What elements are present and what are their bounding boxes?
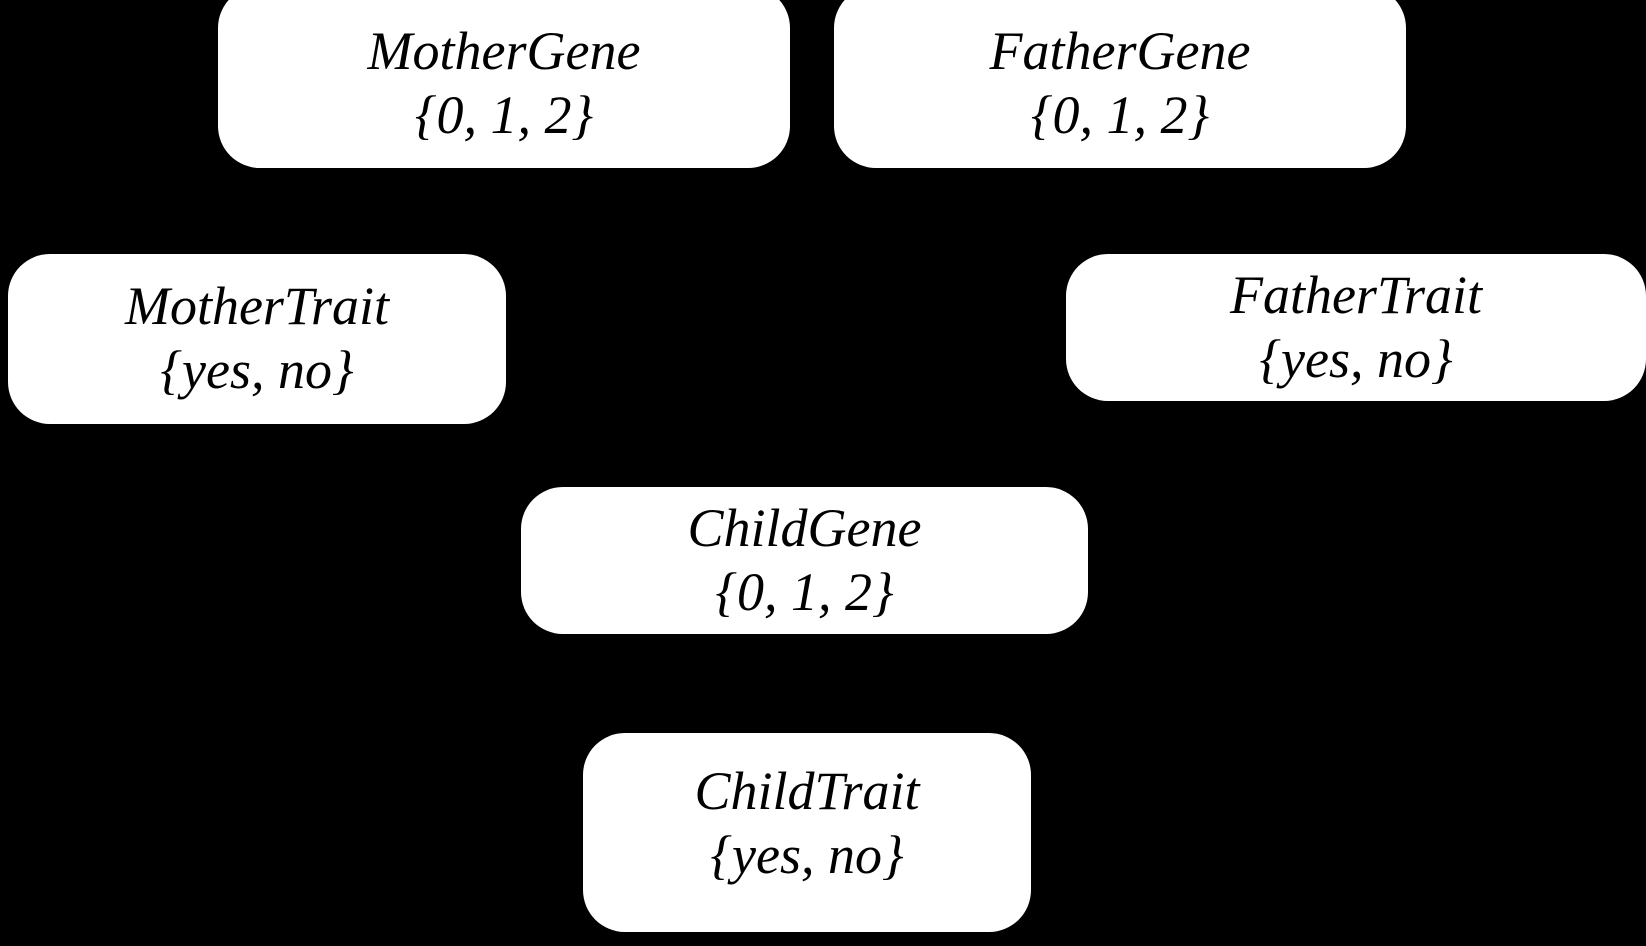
node-child-trait-domain: {yes, no} (710, 824, 904, 885)
node-child-gene-domain: {0, 1, 2} (715, 561, 894, 622)
node-father-trait-title: FatherTrait (1229, 264, 1483, 325)
node-mother-gene-domain: {0, 1, 2} (414, 85, 594, 145)
node-child-trait[interactable]: ChildTrait {yes, no} (583, 733, 1031, 932)
node-mother-trait[interactable]: MotherTrait {yes, no} (8, 254, 506, 424)
node-father-gene-title: FatherGene (989, 21, 1251, 82)
node-mother-trait-domain: {yes, no} (160, 340, 354, 400)
node-father-gene[interactable]: FatherGene {0, 1, 2} (834, 0, 1406, 168)
node-father-gene-domain: {0, 1, 2} (1030, 85, 1210, 145)
node-child-gene-title: ChildGene (687, 497, 922, 558)
node-mother-trait-title: MotherTrait (124, 276, 390, 337)
node-child-gene[interactable]: ChildGene {0, 1, 2} (521, 487, 1088, 634)
node-mother-gene-title: MotherGene (367, 21, 641, 82)
node-child-trait-title: ChildTrait (694, 760, 920, 821)
node-father-trait-domain: {yes, no} (1259, 328, 1453, 389)
node-mother-gene[interactable]: MotherGene {0, 1, 2} (218, 0, 790, 168)
node-father-trait[interactable]: FatherTrait {yes, no} (1066, 254, 1646, 401)
